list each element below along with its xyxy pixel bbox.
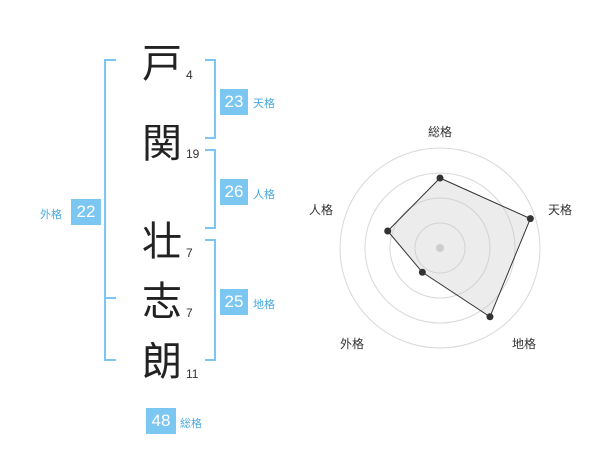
stroke-count-4: 7	[186, 306, 193, 320]
radar-point-2	[526, 215, 534, 223]
name-char-1: 戸	[142, 41, 182, 87]
radar-center	[436, 244, 444, 252]
soukaku-label: 総格	[180, 417, 202, 430]
soukaku-value: 48	[146, 408, 176, 434]
radar-point-5	[384, 227, 392, 235]
stroke-count-1: 4	[186, 68, 193, 82]
radar-point-3	[486, 313, 494, 321]
radar-ring	[364, 172, 516, 324]
name-char-5: 朗	[142, 339, 182, 385]
jinkaku-label: 人格	[253, 188, 275, 201]
jinkaku-value: 26	[220, 179, 248, 205]
radar-point-1	[436, 174, 444, 182]
chikaku-value: 25	[220, 289, 248, 315]
name-char-4: 志	[142, 279, 182, 325]
radar-axis-label: 外格	[340, 337, 365, 351]
radar-ring	[414, 222, 466, 274]
radar-axis-label: 総格	[428, 125, 453, 139]
radar-point-4	[418, 268, 426, 276]
radar-ring	[339, 147, 541, 349]
radar-axis-label: 地格	[512, 337, 537, 351]
radar-ring	[389, 197, 491, 299]
radar-series-polygon	[387, 177, 531, 318]
radar-chart	[339, 147, 541, 349]
stroke-count-5: 11	[186, 367, 199, 381]
gaikaku-value: 22	[71, 199, 101, 225]
name-char-2: 関	[142, 121, 182, 167]
stroke-count-2: 19	[186, 147, 200, 161]
tenkaku-label: 天格	[253, 97, 275, 110]
gaikaku-label: 外格	[40, 208, 62, 221]
radar-axis-label: 人格	[309, 203, 334, 217]
radar-axis-label: 天格	[548, 203, 573, 217]
tenkaku-value: 23	[220, 89, 248, 115]
chikaku-label: 地格	[253, 298, 275, 311]
name-char-3: 壮	[142, 219, 182, 265]
stroke-count-3: 7	[186, 246, 193, 260]
